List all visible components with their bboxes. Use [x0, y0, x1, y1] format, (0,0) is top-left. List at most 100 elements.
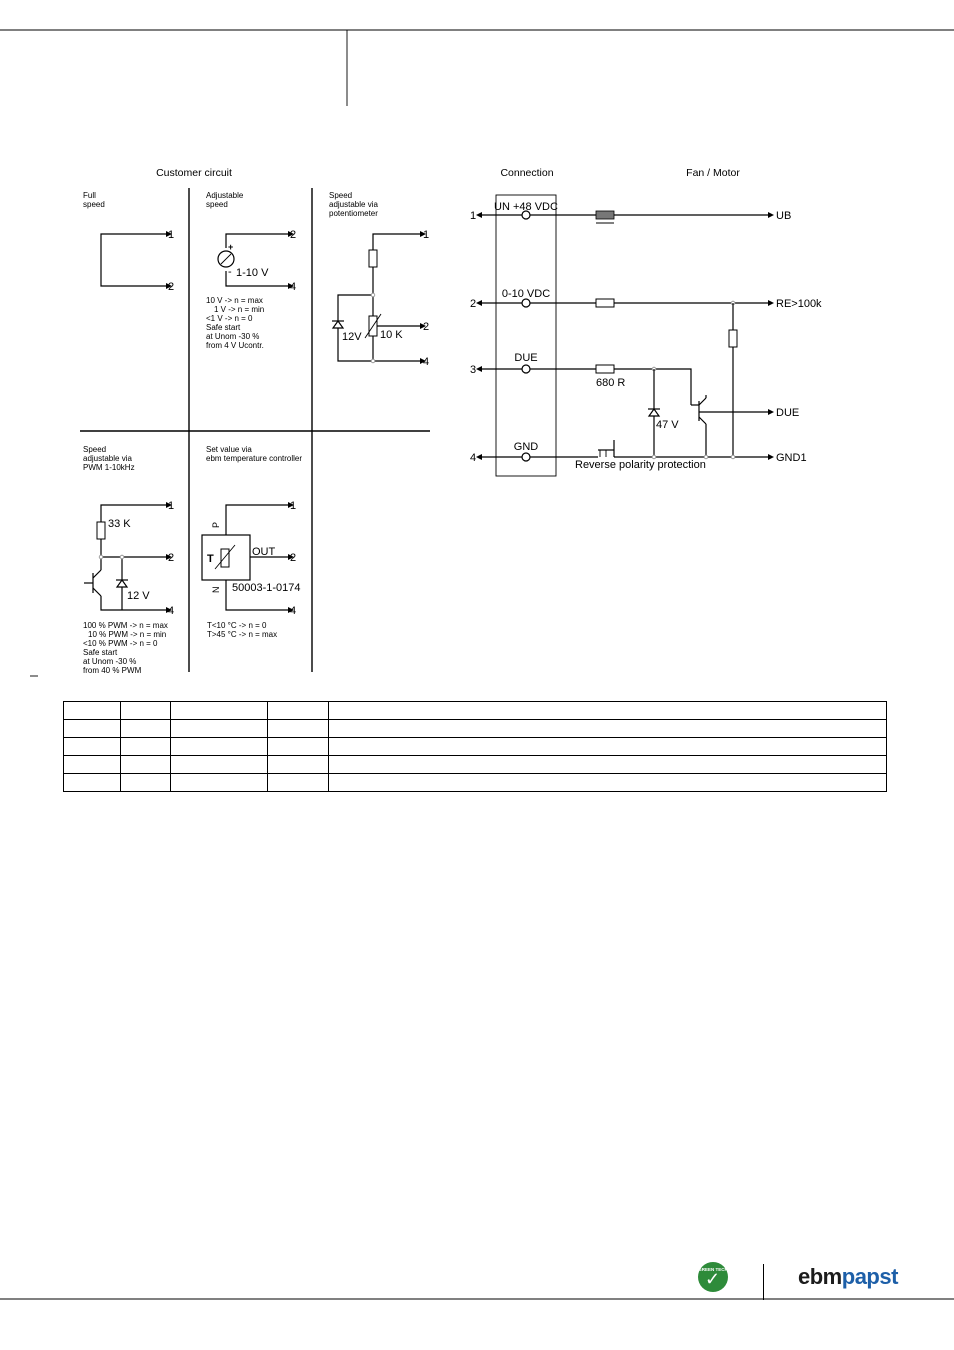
- table-cell: [328, 719, 887, 738]
- temp-out-label: OUT: [252, 546, 276, 558]
- pwm-note-6: from 40 % PWM: [83, 666, 142, 675]
- due-resistor-680r: [595, 364, 615, 374]
- source-plus: +: [228, 242, 233, 252]
- temp-note-1: T<10 °C -> n = 0: [207, 621, 267, 630]
- table-cell: [120, 701, 171, 720]
- adjustable-pin-4: 4: [290, 281, 296, 293]
- pwm-note-3: <10 % PWM -> n = 0: [83, 639, 158, 648]
- table-row: [63, 719, 887, 738]
- pwm-note-2: 10 % PWM -> n = min: [88, 630, 166, 639]
- ebmpapst-logo: ebmpapst: [798, 1264, 898, 1290]
- terminal-3-icon: [521, 364, 531, 374]
- panel-potentiometer: Speed adjustable via potentiometer 12V 1…: [329, 191, 429, 368]
- motor-resistor-label: 680 R: [596, 377, 625, 389]
- logo-separator: [763, 1264, 764, 1300]
- adjustable-title-1: Adjustable: [206, 191, 244, 200]
- conn-pin-1-label: UN +48 VDC: [494, 201, 558, 213]
- panel-adjustable-speed: Adjustable speed + - 1-10 V 2 4 10 V -> …: [206, 191, 296, 350]
- table-cell: [328, 773, 887, 792]
- adjustable-note-3: <1 V -> n = 0: [206, 314, 253, 323]
- temp-pin-4: 4: [290, 605, 296, 617]
- full-speed-title-2: speed: [83, 200, 105, 209]
- conn-pin-2-number: 2: [470, 298, 476, 310]
- logo-ebm: ebm: [798, 1264, 842, 1289]
- temp-pin-2: 2: [290, 552, 296, 564]
- conn-pin-3-number: 3: [470, 364, 476, 376]
- temp-title-2: ebm temperature controller: [206, 454, 302, 463]
- table-cell: [267, 755, 329, 774]
- terminal-4-icon: [521, 452, 531, 462]
- motor-circuit: UB RE>100k 680 R 47 V DUE: [575, 210, 822, 471]
- motor-out-due: DUE: [776, 407, 799, 419]
- panel-temperature-controller: Set value via ebm temperature controller…: [201, 445, 302, 639]
- pwm-note-5: at Unom -30 %: [83, 657, 136, 666]
- full-speed-pin-2: 2: [168, 281, 174, 293]
- table-cell: [63, 701, 121, 720]
- pot-title-1: Speed: [329, 191, 352, 200]
- table-row: [63, 773, 887, 792]
- pwm-pin-4: 4: [168, 605, 174, 617]
- pwm-zener-icon: [115, 578, 129, 588]
- pwm-title-2: adjustable via: [83, 454, 132, 463]
- table-cell: [120, 737, 171, 756]
- motor-zener-label: 47 V: [656, 419, 679, 431]
- pwm-pin-1: 1: [168, 500, 174, 512]
- pwm-pullup-resistor: [96, 521, 106, 540]
- greentech-badge-text: GREEN TECH: [698, 1267, 728, 1272]
- panel-full-speed: Full speed 1 2: [83, 191, 174, 293]
- full-speed-title-1: Full: [83, 191, 96, 200]
- table-row: [63, 737, 887, 756]
- terminal-1-icon: [521, 210, 531, 220]
- adjustable-note-1: 10 V -> n = max: [206, 296, 263, 305]
- temp-note-2: T>45 °C -> n = max: [207, 630, 277, 639]
- wiring-table: [63, 701, 887, 792]
- table-cell: [328, 755, 887, 774]
- table-cell: [170, 719, 268, 738]
- motor-out-gnd1: GND1: [776, 452, 807, 464]
- pot-pin-1: 1: [423, 229, 429, 241]
- pot-title-3: potentiometer: [329, 209, 378, 218]
- motor-out-ub: UB: [776, 210, 791, 222]
- temp-part-number: 50003-1-0174: [232, 582, 301, 594]
- pwm-zener-label: 12 V: [127, 590, 150, 602]
- temp-title-1: Set value via: [206, 445, 252, 454]
- fuse-icon: [595, 210, 615, 220]
- table-cell: [170, 737, 268, 756]
- pot-pin-4: 4: [423, 356, 429, 368]
- checkmark-icon: ✓: [705, 1269, 721, 1289]
- table-cell: [267, 719, 329, 738]
- connection-heading: Connection: [500, 167, 553, 179]
- conn-pin-2-label: 0-10 VDC: [502, 288, 550, 300]
- conn-pin-4-number: 4: [470, 452, 476, 464]
- conn-pin-1-number: 1: [470, 210, 476, 222]
- adjustable-note-2: 1 V -> n = min: [214, 305, 264, 314]
- table-cell: [120, 755, 171, 774]
- table-cell: [328, 737, 887, 756]
- reverse-polarity-label: Reverse polarity protection: [575, 459, 706, 471]
- adjustable-note-5: at Unom -30 %: [206, 332, 259, 341]
- motor-out-re: RE>100k: [776, 298, 822, 310]
- table-row: [63, 755, 887, 774]
- source-minus: -: [228, 266, 232, 278]
- pwm-pin-2: 2: [168, 552, 174, 564]
- pot-series-resistor: [368, 249, 378, 268]
- table-row: [63, 701, 887, 720]
- pot-title-2: adjustable via: [329, 200, 378, 209]
- table-cell: [63, 737, 121, 756]
- table-cell: [267, 701, 329, 720]
- temp-t-label: T: [207, 553, 214, 565]
- pulldown-resistor: [728, 329, 738, 348]
- footer-logo-area: GREEN TECH ✓ ebmpapst: [698, 1262, 898, 1302]
- full-speed-pin-1: 1: [168, 229, 174, 241]
- table-cell: [120, 773, 171, 792]
- table-cell: [328, 701, 887, 720]
- source-label: 1-10 V: [236, 267, 269, 279]
- ntc-sensor-icon: [220, 548, 230, 568]
- fan-motor-heading: Fan / Motor: [686, 167, 740, 179]
- pwm-note-1: 100 % PWM -> n = max: [83, 621, 168, 630]
- pwm-note-4: Safe start: [83, 648, 118, 657]
- adjustable-pin-2: 2: [290, 229, 296, 241]
- zener-12v-icon: [331, 319, 345, 329]
- pot-zener-label: 12V: [342, 331, 362, 343]
